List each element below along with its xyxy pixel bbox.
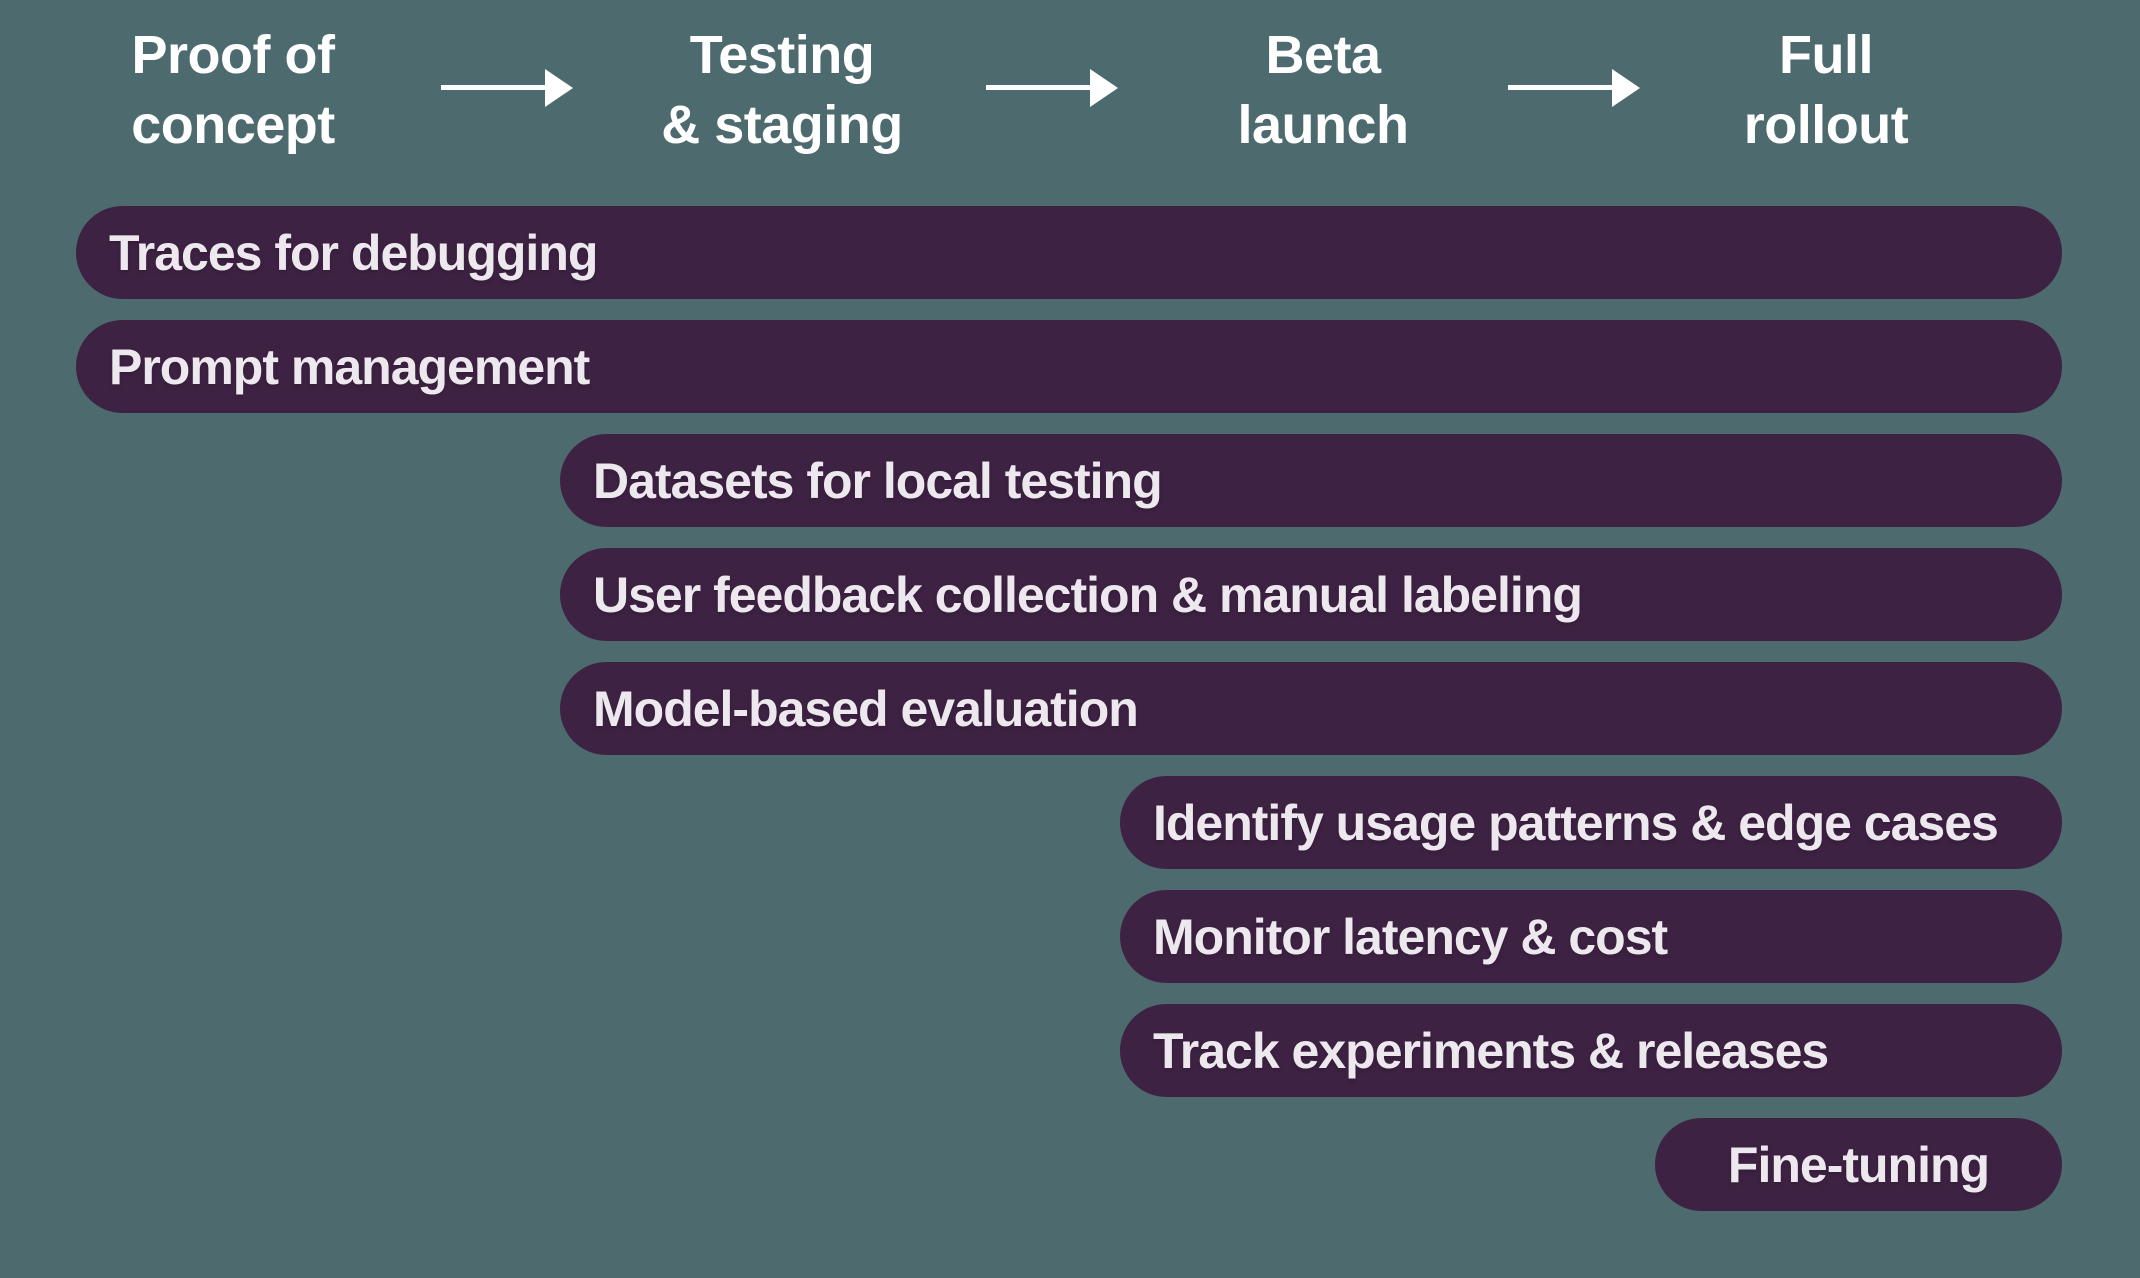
arrow-shaft [1508,85,1616,90]
stage-header-full-rollout: Full rollout [1586,20,2066,160]
task-bar-monitor-latency-cost: Monitor latency & cost [1120,890,2062,983]
task-bar-prompt-management: Prompt management [76,320,2062,413]
task-bar-label: Traces for debugging [109,224,598,281]
stage-header-line1: Proof of [131,25,335,85]
stage-header-line2: rollout [1743,95,1909,155]
task-bar-fine-tuning: Fine-tuning [1655,1118,2062,1211]
task-bar-traces-for-debugging: Traces for debugging [76,206,2062,299]
task-bar-user-feedback-collection: User feedback collection & manual labeli… [560,548,2062,641]
stage-header-beta-launch: Beta launch [1083,20,1563,160]
task-bar-label: Model-based evaluation [593,680,1139,737]
task-bar-label: Monitor latency & cost [1153,908,1668,965]
arrow-head [545,69,573,107]
arrow-head [1612,69,1640,107]
task-bar-label: Identify usage patterns & edge cases [1153,794,1999,851]
stage-header-proof-of-concept: Proof of concept [0,20,473,160]
task-bar-model-based-evaluation: Model-based evaluation [560,662,2062,755]
stage-header-line1: Full [1779,25,1873,85]
task-bar-identify-usage-patterns: Identify usage patterns & edge cases [1120,776,2062,869]
arrow-right-icon [986,68,1118,108]
task-bar-label: Datasets for local testing [593,452,1163,509]
task-bar-label: User feedback collection & manual labeli… [593,566,1583,623]
arrow-right-icon [441,68,573,108]
arrow-right-icon [1508,68,1640,108]
task-bar-datasets-for-local-testing: Datasets for local testing [560,434,2062,527]
stage-header-line2: concept [131,95,335,155]
task-bar-label: Fine-tuning [1727,1136,1990,1193]
stage-header-line1: Beta [1265,25,1381,85]
stage-header-line1: Testing [689,25,875,85]
stage-header-testing-staging: Testing & staging [542,20,1022,160]
task-bar-track-experiments-releases: Track experiments & releases [1120,1004,2062,1097]
task-bar-label: Prompt management [109,338,590,395]
arrow-shaft [986,85,1094,90]
stage-header-line2: launch [1237,95,1409,155]
stage-header-line2: & staging [661,95,903,155]
arrow-head [1090,69,1118,107]
arrow-shaft [441,85,549,90]
task-bar-label: Track experiments & releases [1153,1022,1829,1079]
